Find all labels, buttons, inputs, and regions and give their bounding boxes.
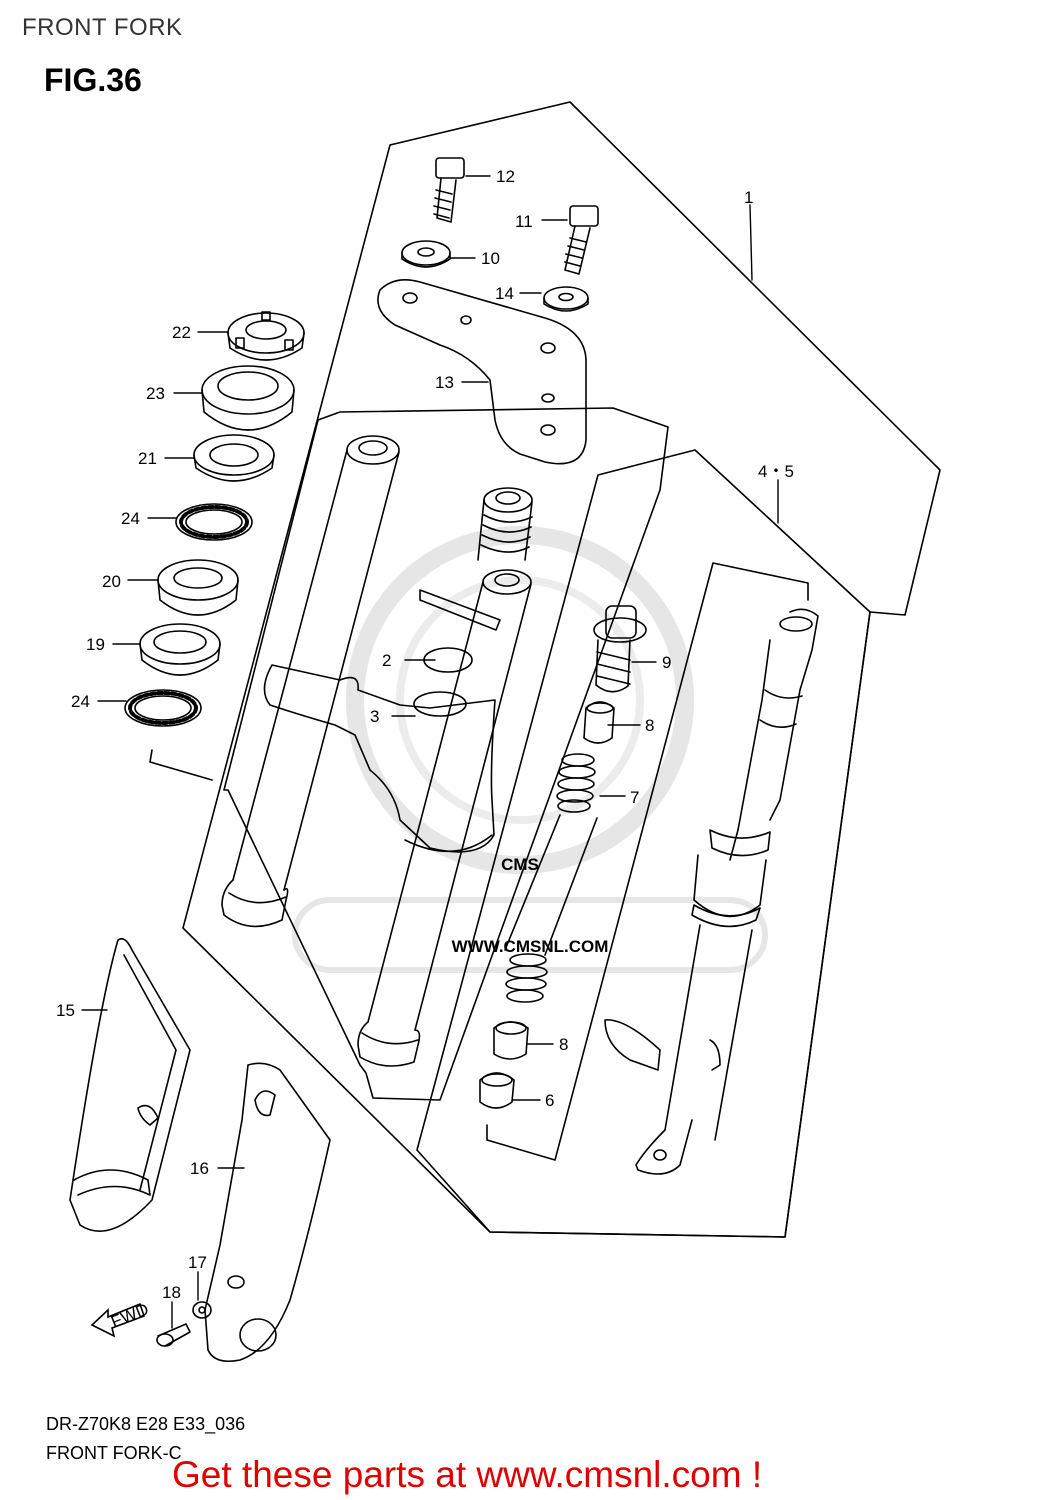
washer-10	[401, 240, 451, 268]
cartridge-group-outline	[486, 562, 809, 1161]
cap-6	[479, 1072, 515, 1109]
callout-8-upper: 8	[645, 716, 654, 735]
callout-8-lower: 8	[559, 1035, 568, 1054]
spacer-8-lower	[493, 1021, 529, 1060]
inner-tube-group-outline	[223, 407, 669, 1101]
diagram-name: FRONT FORK-C	[46, 1443, 182, 1463]
dust-seal-19	[139, 623, 221, 676]
callout-17: 17	[188, 1253, 207, 1272]
callout-24-lower: 24	[71, 692, 90, 711]
bolt-11	[564, 205, 599, 275]
callout-14: 14	[495, 284, 514, 303]
outer-tube-group-outline	[416, 449, 871, 1238]
bearing-race-20	[157, 559, 239, 616]
callout-18: 18	[162, 1283, 181, 1302]
callout-22: 22	[172, 323, 191, 342]
bearing-group-bracket	[149, 749, 213, 781]
bolt-12	[433, 157, 465, 223]
callout-19: 19	[86, 635, 105, 654]
watermark: CMS WWW.CMSNL.COM	[292, 526, 768, 973]
callout-labels: 1 2 3 4・5 6 7 8 8 9 10 11 12 13 14 15 16…	[56, 167, 794, 1302]
dust-seal-23	[201, 365, 295, 431]
callout-1: 1	[744, 188, 753, 207]
page-header: FRONT FORK	[22, 14, 183, 41]
washer-17	[192, 1301, 212, 1319]
callout-15: 15	[56, 1001, 75, 1020]
spring-7-upper	[504, 753, 598, 956]
outer-tube-4-5	[604, 608, 819, 1175]
bolt-18	[156, 1323, 191, 1347]
buy-parts-link[interactable]: Get these parts at www.cmsnl.com !	[172, 1454, 763, 1495]
bearing-race-21	[193, 434, 275, 482]
callout-12: 12	[496, 167, 515, 186]
stanchion-left	[221, 435, 400, 928]
damper-rod-top-9	[593, 605, 647, 693]
bracket-13	[377, 279, 587, 465]
figure-title: FIG.36	[44, 62, 142, 98]
watermark-brand: CMS	[501, 855, 539, 874]
callout-3: 3	[370, 707, 379, 726]
callout-4-5: 4・5	[758, 462, 794, 481]
callout-23: 23	[146, 384, 165, 403]
steel-balls-24-lower	[124, 689, 202, 727]
callout-21: 21	[138, 449, 157, 468]
callout-7: 7	[630, 788, 639, 807]
diagram-code: DR-Z70K8 E28 E33_036	[46, 1414, 246, 1434]
inner-tube-right	[357, 569, 532, 1067]
callout-9: 9	[662, 653, 671, 672]
inner-tube-middle	[477, 487, 533, 561]
callout-16: 16	[190, 1159, 209, 1178]
spacer-8-upper	[583, 701, 615, 744]
fork-guard-15	[69, 937, 191, 1232]
fork-cover-16	[204, 1062, 331, 1363]
leader-lines	[81, 175, 779, 1329]
fork-assembly-outline	[182, 101, 941, 1238]
callout-24-upper: 24	[121, 509, 140, 528]
steel-balls-24-upper	[175, 503, 253, 541]
callout-2: 2	[382, 651, 391, 670]
watermark-text: WWW.CMSNL.COM	[452, 937, 609, 956]
lock-nut-22	[227, 311, 305, 361]
forward-arrow-label: FWD	[108, 1300, 151, 1332]
callout-11: 11	[515, 212, 533, 231]
washer-14	[543, 286, 589, 312]
callout-20: 20	[102, 572, 121, 591]
spring-7-lower	[505, 953, 548, 1003]
callout-10: 10	[481, 249, 500, 268]
callout-13: 13	[435, 373, 454, 392]
callout-6: 6	[545, 1091, 554, 1110]
forward-arrow-icon: FWD	[90, 1300, 151, 1338]
